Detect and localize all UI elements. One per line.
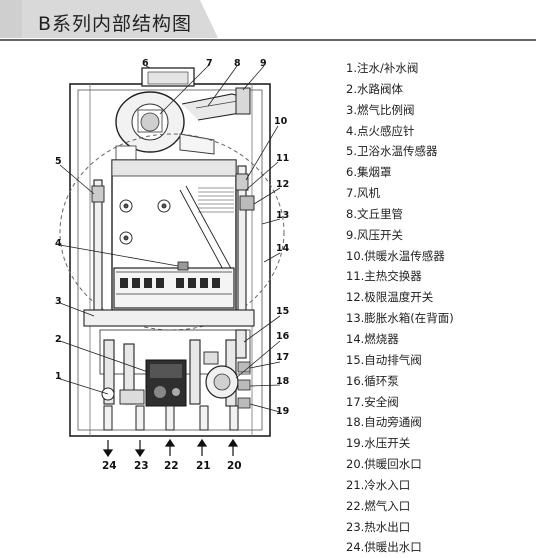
callout-16: 16 <box>276 331 290 342</box>
callout-11: 11 <box>276 153 289 164</box>
legend-item: 16.循环泵 <box>346 373 399 388</box>
legend-item: 20.供暖回水口 <box>346 457 422 472</box>
legend-item: 9.风压开关 <box>346 227 403 242</box>
callout-17: 17 <box>276 352 289 363</box>
callout-7: 7 <box>206 58 213 69</box>
parts-legend: 1.注水/补水阀 2.水路阀体 3.燃气比例阀 4.点火感应针 5.卫浴水温传感… <box>346 58 536 558</box>
ignition-electrode <box>177 261 189 271</box>
legend-item: 23.热水出口 <box>346 519 411 534</box>
legend-item: 6.集烟罩 <box>346 165 392 180</box>
legend-item: 18.自动旁通阀 <box>346 415 422 430</box>
legend-item: 8.文丘里管 <box>346 206 403 221</box>
callout-6: 6 <box>142 58 149 69</box>
legend-item: 19.水压开关 <box>346 436 411 451</box>
legend-item: 2.水路阀体 <box>346 81 403 96</box>
dhw-sensor <box>91 185 105 203</box>
title-background <box>0 0 536 41</box>
callout-9: 9 <box>260 58 267 69</box>
legend-item: 7.风机 <box>346 186 380 201</box>
legend-item: 12.极限温度开关 <box>346 290 434 305</box>
legend-item: 4.点火感应针 <box>346 123 415 138</box>
boiler-diagram: 1 2 3 4 5 6 7 8 9 10 11 12 13 14 15 16 1… <box>55 58 290 472</box>
legend-item: 21.冷水入口 <box>346 477 411 492</box>
callout-19: 19 <box>276 406 289 417</box>
legend-item: 10.供暖水温传感器 <box>346 248 445 263</box>
legend-item: 5.卫浴水温传感器 <box>346 144 438 159</box>
legend-item: 14.燃烧器 <box>346 331 399 346</box>
callout-14: 14 <box>276 243 290 254</box>
callout-18: 18 <box>276 376 290 387</box>
callout-10: 10 <box>274 116 288 127</box>
connection-21: 21 <box>196 460 211 472</box>
callout-5: 5 <box>55 156 62 167</box>
callout-13: 13 <box>276 210 289 221</box>
legend-item: 22.燃气入口 <box>346 498 411 513</box>
legend-item: 11.主热交换器 <box>346 269 422 284</box>
callout-3: 3 <box>55 296 62 307</box>
legend-item: 3.燃气比例阀 <box>346 102 415 117</box>
connection-22: 22 <box>164 460 179 472</box>
legend-item: 15.自动排气阀 <box>346 352 422 367</box>
callout-1: 1 <box>55 371 62 382</box>
air-pressure-switch <box>235 87 251 115</box>
callout-12: 12 <box>276 179 289 190</box>
callout-15: 15 <box>276 306 289 317</box>
connection-23: 23 <box>134 460 149 472</box>
legend-item: 17.安全阀 <box>346 394 399 409</box>
callout-4: 4 <box>55 238 62 249</box>
callout-2: 2 <box>55 334 62 345</box>
heating-sensor <box>235 173 249 191</box>
legend-item: 24.供暖出水口 <box>346 540 422 555</box>
limit-switch <box>239 195 255 211</box>
title-bar: B系列内部结构图 <box>0 0 536 44</box>
connection-20: 20 <box>227 460 242 472</box>
diagram-title: B系列内部结构图 <box>38 13 193 35</box>
connection-24: 24 <box>102 460 117 472</box>
legend-item: 13.膨胀水箱(在背面) <box>346 311 454 326</box>
legend-item: 1.注水/补水阀 <box>346 61 419 75</box>
callout-8: 8 <box>234 58 241 69</box>
